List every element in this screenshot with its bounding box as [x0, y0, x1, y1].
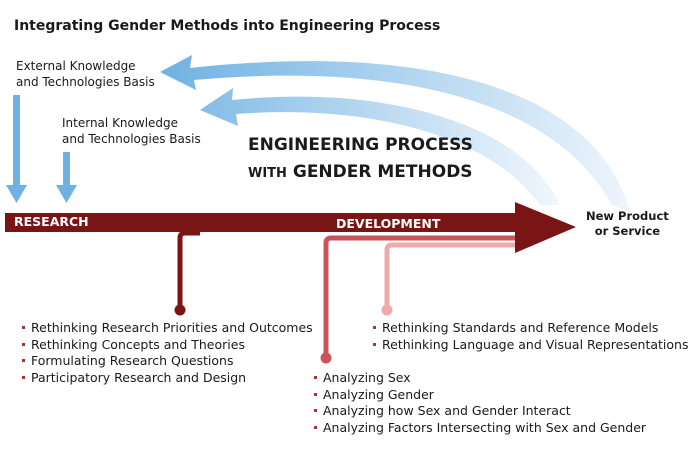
branch-dot-standards [381, 304, 393, 316]
process-heading: ENGINEERING PROCESS WITH GENDER METHODS [248, 132, 473, 187]
branch-dot-research [174, 304, 186, 316]
research-label: RESEARCH [14, 214, 89, 229]
label-line: Internal Knowledge [62, 116, 179, 130]
heading-with: WITH [248, 166, 287, 181]
label-line: and Technologies Basis [62, 132, 201, 146]
list-item: Analyzing Gender [313, 387, 646, 404]
list-item: Analyzing Sex [313, 370, 646, 387]
branch-line-standards [384, 242, 520, 310]
list-item: Rethinking Standards and Reference Model… [372, 320, 688, 337]
input-arrow-internal [56, 152, 77, 203]
branch-dot-analysis [320, 352, 332, 364]
label-line: External Knowledge [16, 59, 136, 73]
main-process-arrow [5, 202, 576, 253]
branch-line-analysis [323, 235, 520, 358]
list-item: Rethinking Concepts and Theories [21, 337, 313, 354]
diagram-title: Integrating Gender Methods into Engineer… [14, 18, 441, 34]
standards-methods-list: Rethinking Standards and Reference Model… [372, 320, 688, 353]
heading-line1: ENGINEERING PROCESS [248, 135, 473, 155]
list-item: Analyzing Factors Intersecting with Sex … [313, 420, 646, 437]
feedback-arrow-external [160, 55, 630, 212]
feedback-arrow-internal [200, 88, 560, 205]
branch-line-research [177, 230, 200, 310]
development-label: DEVELOPMENT [336, 216, 441, 231]
list-item: Participatory Research and Design [21, 370, 313, 387]
outcome-line: New Product [586, 209, 669, 223]
input-arrow-external [6, 95, 27, 203]
list-item: Analyzing how Sex and Gender Interact [313, 403, 646, 420]
outcome-line: or Service [594, 224, 661, 238]
external-knowledge-label: External Knowledge and Technologies Basis [16, 58, 155, 90]
label-line: and Technologies Basis [16, 75, 155, 89]
list-item: Rethinking Language and Visual Represent… [372, 337, 688, 354]
list-item: Formulating Research Questions [21, 353, 313, 370]
research-methods-list: Rethinking Research Priorities and Outco… [21, 320, 313, 386]
analysis-methods-list: Analyzing Sex Analyzing Gender Analyzing… [313, 370, 646, 436]
heading-line2: GENDER METHODS [292, 162, 473, 182]
list-item: Rethinking Research Priorities and Outco… [21, 320, 313, 337]
internal-knowledge-label: Internal Knowledge and Technologies Basis [62, 115, 201, 147]
